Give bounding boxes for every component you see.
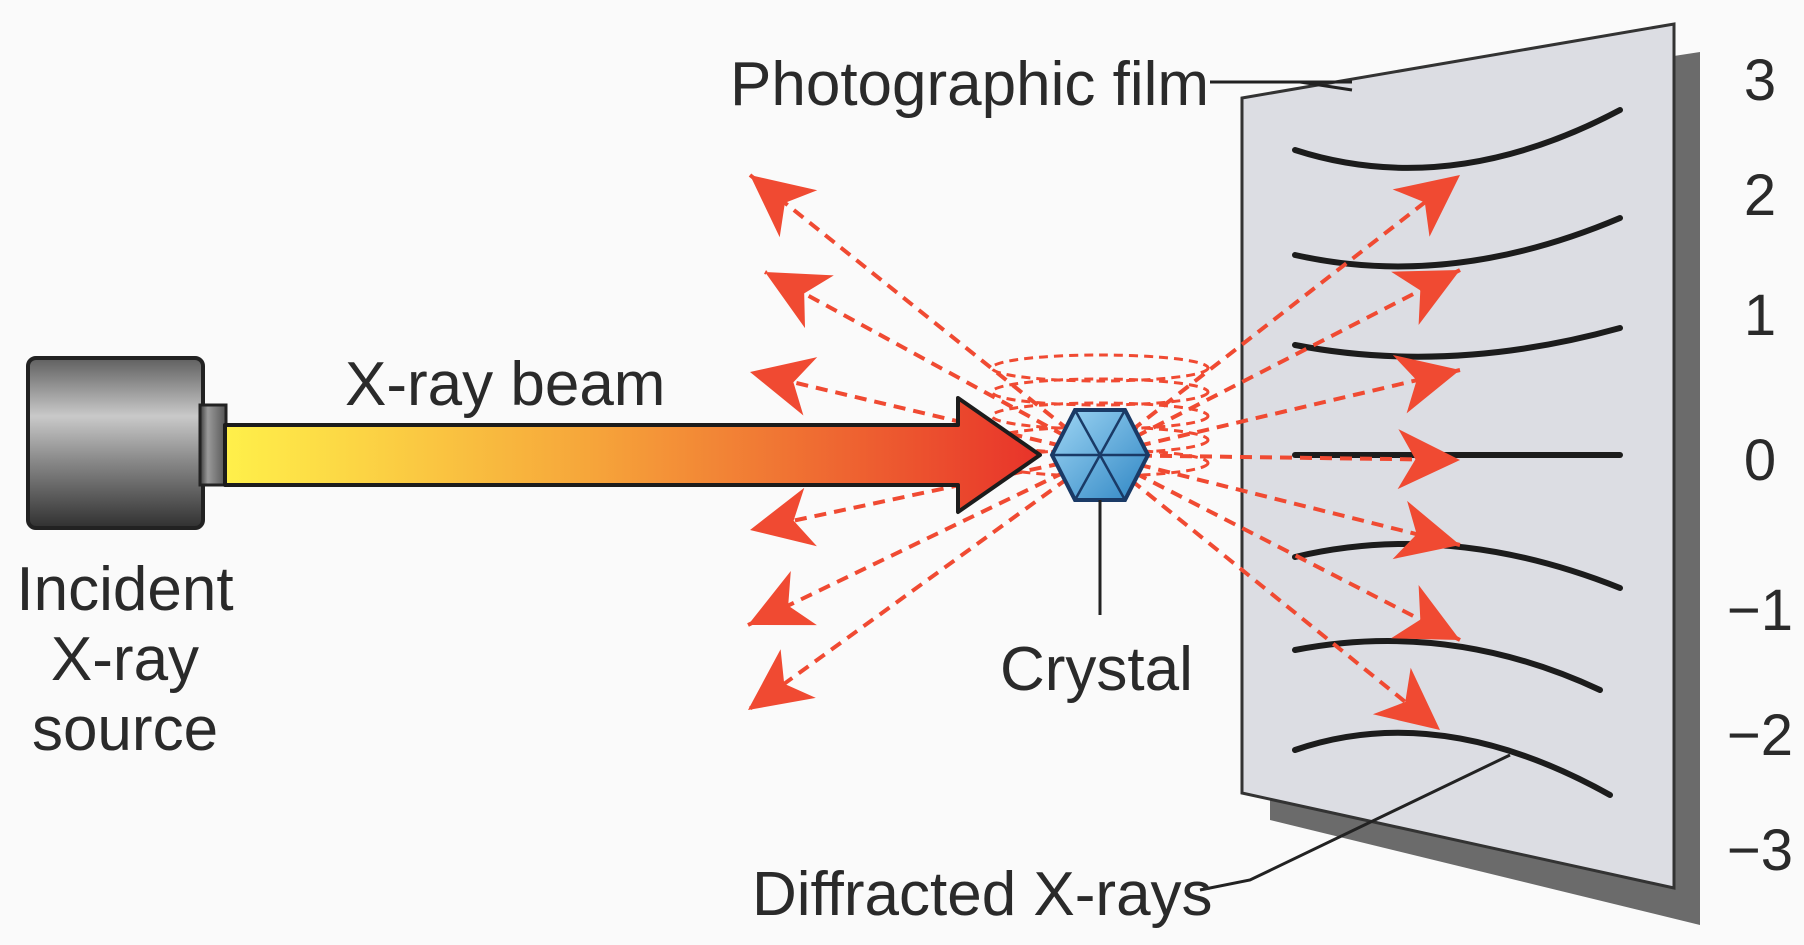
ray-arrowhead-fwd-4 <box>1392 500 1460 560</box>
film-leader-diag <box>1299 80 1353 92</box>
diffracted-ray-fwd-5 <box>1099 453 1461 642</box>
order-label-minus-2: −2 <box>1727 703 1793 768</box>
beam-label: X-ray beam <box>345 350 665 419</box>
ray-arrowhead-fwd-6 <box>1372 667 1440 730</box>
diffracted-ray-fwd-4 <box>1099 453 1461 547</box>
diffracted-ray-back-11 <box>747 453 1101 627</box>
fringe-order-3 <box>1292 107 1623 171</box>
ray-arrowhead-back-8 <box>765 272 834 329</box>
diffracted-ray-back-8 <box>764 270 1101 457</box>
diffracted-ray-fwd-6 <box>1098 453 1442 732</box>
order-label-0: 0 <box>1744 428 1776 493</box>
diffraction-fringes <box>1292 107 1623 798</box>
crystal-label: Crystal <box>1000 635 1193 704</box>
fringe-order-minus-3 <box>1292 729 1613 798</box>
order-label-2: 2 <box>1744 163 1776 228</box>
ray-arrowhead-back-12 <box>748 649 816 710</box>
film-label: Photographic film <box>730 50 1209 119</box>
fringe-order-1 <box>1292 325 1623 360</box>
diffracted-ray-fwd-0 <box>1098 173 1462 457</box>
ray-arrowhead-fwd-0 <box>1392 175 1460 237</box>
xray-tube-icon <box>26 356 228 530</box>
order-label-1: 1 <box>1744 283 1776 348</box>
xray-beam-arrow <box>223 396 1042 514</box>
order-label-minus-1: −1 <box>1727 578 1793 643</box>
fringe-order-2 <box>1292 215 1623 270</box>
diffracted-label: Diffracted X-rays <box>752 860 1213 929</box>
ray-arrowhead-fwd-3 <box>1397 429 1460 490</box>
ray-arrowhead-back-9 <box>750 357 818 416</box>
fringe-order-minus-1 <box>1292 540 1623 591</box>
order-scale: 3 2 1 0 −1 −2 −3 <box>1727 48 1793 883</box>
ray-arrowhead-fwd-2 <box>1392 355 1460 414</box>
ray-arrowhead-back-7 <box>750 175 818 238</box>
ray-arrowhead-fwd-1 <box>1391 270 1460 325</box>
diffracted-ray-fwd-3 <box>1099 453 1461 462</box>
source-label-line-2: X-ray <box>51 625 199 694</box>
source-label-line-3: source <box>32 695 218 764</box>
ray-arrowhead-back-11 <box>748 571 817 626</box>
ray-arrowhead-back-10 <box>750 487 817 547</box>
order-label-minus-3: −3 <box>1727 818 1793 883</box>
order-label-3: 3 <box>1744 48 1776 113</box>
diffracted-ray-back-12 <box>746 453 1102 712</box>
hexagonal-crystal-icon <box>1049 408 1151 615</box>
diffracted-leader-line <box>1199 753 1511 892</box>
diffracted-ray-fwd-1 <box>1099 268 1461 457</box>
diffracted-rays <box>746 173 1462 732</box>
source-label-line-1: Incident <box>16 555 233 624</box>
diffracted-ray-fwd-2 <box>1099 368 1461 457</box>
ray-arrowhead-fwd-5 <box>1391 585 1460 640</box>
diffracted-ray-back-7 <box>748 173 1102 457</box>
